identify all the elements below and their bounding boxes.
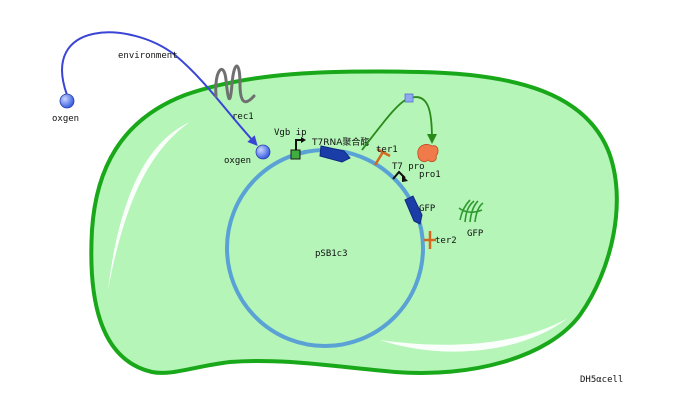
oxygen-outside-label: oxgen [52, 114, 79, 124]
cell-label: DH5αcell [580, 375, 623, 385]
gfp-protein-label: GFP [467, 229, 484, 239]
oxygen-inside-icon [255, 144, 271, 160]
t7-polymerase-gene [319, 145, 351, 163]
pro1-label: pro1 [419, 170, 441, 180]
receptor-icon [214, 64, 256, 104]
gfp-gene [404, 195, 423, 225]
t7-promoter-label: T7 pro [392, 162, 425, 172]
oxygen-outside-icon [59, 93, 75, 109]
cell-membrane [89, 69, 619, 376]
plasmid-label: pSB1c3 [315, 249, 348, 259]
terminator2-icon [424, 231, 436, 249]
terminator1-label: ter1 [376, 145, 398, 155]
gfp-protein-icon [458, 199, 484, 223]
regulation-node [404, 93, 414, 103]
vgb-promoter-arrow-icon [295, 139, 303, 150]
environment-label: environment [118, 51, 178, 61]
t7-polymerase-label: T7RNA聚合酶 [311, 136, 369, 148]
vgb-promoter-label: Vgb ip [274, 128, 307, 138]
terminator1-icon [373, 147, 391, 166]
cell-highlight-bottom [380, 318, 568, 352]
oxygen-inside-label: oxgen [224, 156, 251, 166]
vgb-promoter-box [290, 149, 301, 160]
gfp-gene-label: GFP [419, 204, 436, 214]
oxygen-transport-arrow [61, 31, 258, 146]
terminator2-label: ter2 [435, 236, 457, 246]
t7-promoter-arrowhead [402, 175, 408, 182]
vgb-promoter-arrowhead [301, 137, 306, 143]
receptor-label: rec1 [232, 112, 254, 122]
pro1-protein-icon [417, 144, 439, 163]
